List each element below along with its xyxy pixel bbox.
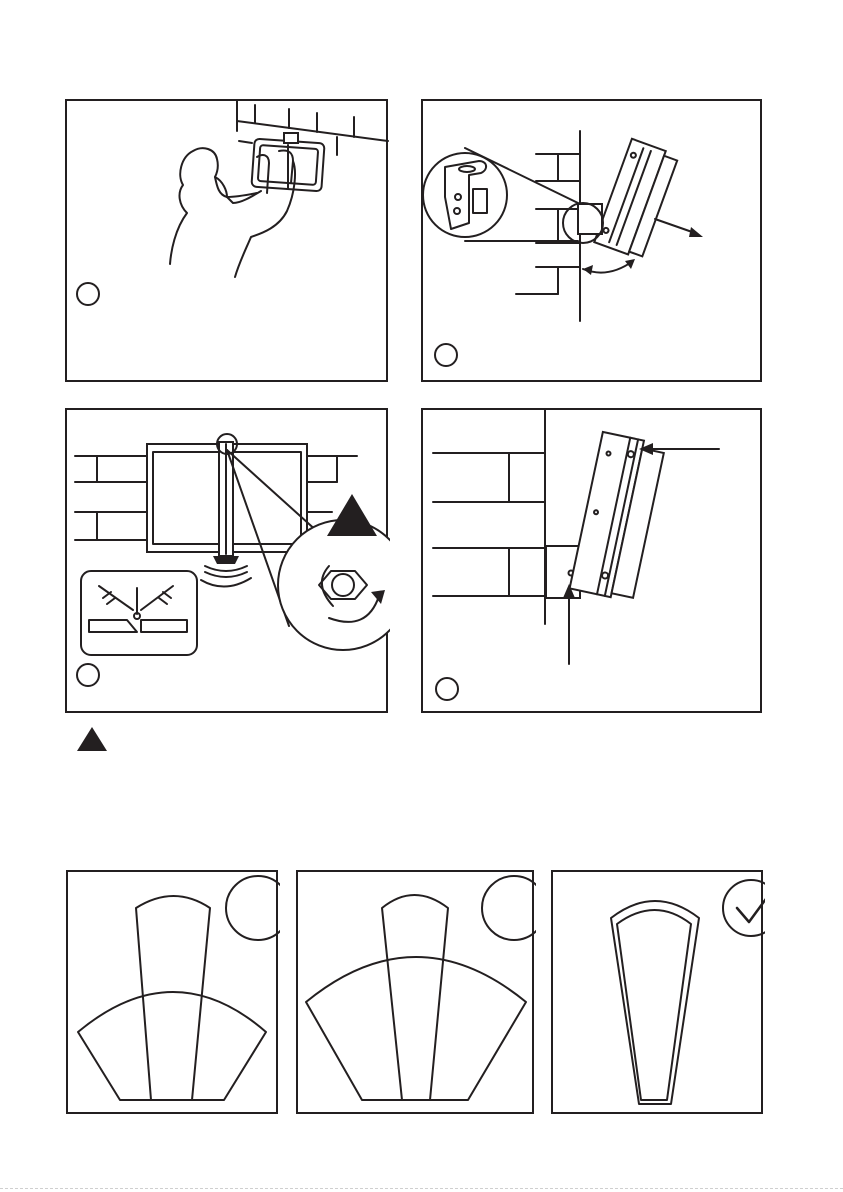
step-4-panel <box>421 408 762 713</box>
beam-pattern-3 <box>553 872 765 1116</box>
direction-arrow-icon <box>655 219 695 233</box>
incorrect-circle-icon <box>482 876 536 940</box>
beam-pattern-1 <box>68 872 280 1116</box>
floodlight-icon <box>570 432 666 602</box>
floodlight-icon <box>251 133 324 191</box>
step-number-circle-3 <box>77 664 99 686</box>
page-bottom-edge <box>0 1188 843 1192</box>
beam-pattern-panel-1 <box>66 870 278 1114</box>
step-number-circle-1 <box>77 283 99 305</box>
beam-pattern-panel-3 <box>551 870 763 1114</box>
warning-triangle-icon <box>327 494 377 536</box>
brick-wall-icon <box>433 410 545 624</box>
step-number-circle-4 <box>436 678 458 700</box>
rotation-arrow-icon <box>201 578 251 587</box>
head-rotation-inset-icon <box>81 571 197 655</box>
step-1-panel <box>65 99 388 382</box>
step-1-illustration <box>67 101 390 384</box>
step-3-panel <box>65 408 388 713</box>
floodlight-icon <box>594 139 679 259</box>
checkmark-icon <box>723 880 765 936</box>
incorrect-circle-icon <box>226 876 280 940</box>
step-2-panel <box>421 99 762 382</box>
floodlight-icon <box>147 442 307 556</box>
brick-wall-icon <box>516 131 580 321</box>
mounting-bracket <box>578 204 602 234</box>
beam-pattern-panel-2 <box>296 870 534 1114</box>
step-4-illustration <box>423 410 764 715</box>
bracket-detail-icon <box>423 148 603 243</box>
beam-pattern-2 <box>298 872 536 1116</box>
step-number-circle-2 <box>435 344 457 366</box>
warning-triangle-icon <box>77 727 107 751</box>
step-3-illustration <box>67 410 390 715</box>
step-2-illustration <box>423 101 764 384</box>
